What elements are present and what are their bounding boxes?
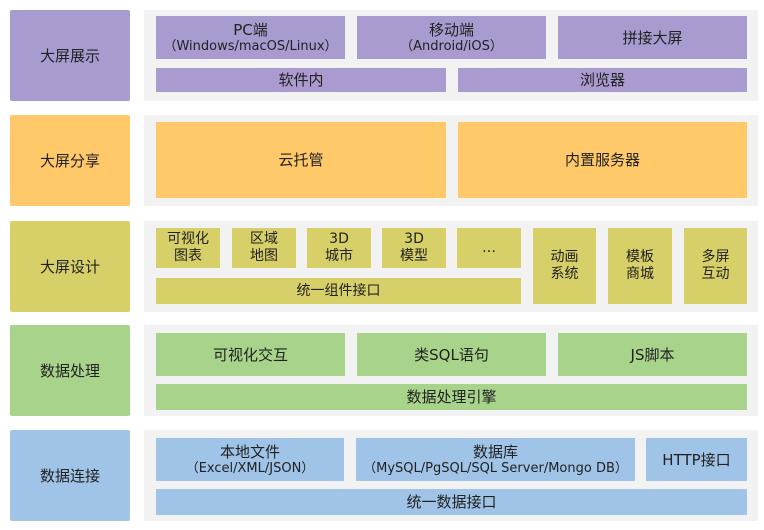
component-interface-box: 统一组件接口 — [156, 278, 521, 304]
visual-chart-line-2: 图表 — [174, 248, 202, 264]
database-box: 数据库 （MySQL/PgSQL/SQL Server/Mongo DB） — [356, 438, 635, 481]
animation-system-line-1: 动画 — [550, 249, 579, 266]
city-3d-line-1: 3D — [329, 231, 349, 248]
local-file-subtitle: （Excel/XML/JSON） — [185, 460, 315, 476]
region-map-line-1: 区域 — [250, 231, 278, 248]
animation-system-line-2: 系统 — [550, 266, 579, 282]
js-script-box: JS脚本 — [558, 333, 747, 376]
layer-label-processing: 数据处理 — [10, 325, 130, 416]
data-engine-box: 数据处理引擎 — [156, 384, 747, 410]
city-3d-line-2: 城市 — [325, 248, 353, 264]
visual-chart-line-1: 可视化 — [167, 231, 209, 248]
browser-box: 浏览器 — [458, 68, 747, 92]
template-store-line-2: 商城 — [626, 266, 654, 282]
pc-box: PC端 （Windows/macOS/Linux） — [156, 16, 345, 59]
more-box: … — [457, 228, 521, 268]
mobile-title: 移动端 — [428, 20, 474, 39]
splice-screen-box: 拼接大屏 — [558, 16, 747, 59]
local-file-title: 本地文件 — [219, 442, 280, 461]
template-store-line-1: 模板 — [626, 249, 654, 266]
http-interface-box: HTTP接口 — [646, 438, 747, 481]
cloud-hosting-box: 云托管 — [156, 122, 446, 198]
local-file-box: 本地文件 （Excel/XML/JSON） — [156, 438, 344, 481]
template-store-box: 模板 商城 — [608, 228, 672, 304]
mobile-box: 移动端 （Android/iOS） — [357, 16, 546, 59]
visual-chart-box: 可视化 图表 — [156, 228, 220, 268]
database-subtitle: （MySQL/PgSQL/SQL Server/Mongo DB） — [363, 460, 628, 476]
pc-subtitle: （Windows/macOS/Linux） — [163, 38, 338, 54]
animation-system-box: 动画 系统 — [533, 228, 596, 304]
layer-label-share: 大屏分享 — [10, 115, 130, 206]
multi-screen-line-2: 互动 — [701, 266, 730, 282]
multi-screen-line-1: 多屏 — [701, 249, 730, 266]
layer-label-connection: 数据连接 — [10, 430, 130, 521]
built-in-server-box: 内置服务器 — [458, 122, 747, 198]
model-3d-box: 3D 模型 — [382, 228, 446, 268]
layer-label-design: 大屏设计 — [10, 221, 130, 312]
region-map-box: 区域 地图 — [232, 228, 296, 268]
data-interface-box: 统一数据接口 — [156, 489, 747, 515]
sql-like-box: 类SQL语句 — [357, 333, 546, 376]
model-3d-line-2: 模型 — [400, 248, 428, 264]
pc-title: PC端 — [233, 20, 268, 39]
visual-interaction-box: 可视化交互 — [156, 333, 345, 376]
database-title: 数据库 — [472, 442, 518, 461]
layer-label-display: 大屏展示 — [10, 10, 130, 101]
region-map-line-2: 地图 — [250, 248, 278, 264]
inside-software-box: 软件内 — [156, 68, 446, 92]
mobile-subtitle: （Android/iOS） — [400, 38, 503, 54]
multi-screen-box: 多屏 互动 — [684, 228, 747, 304]
model-3d-line-1: 3D — [404, 231, 424, 248]
city-3d-box: 3D 城市 — [307, 228, 371, 268]
